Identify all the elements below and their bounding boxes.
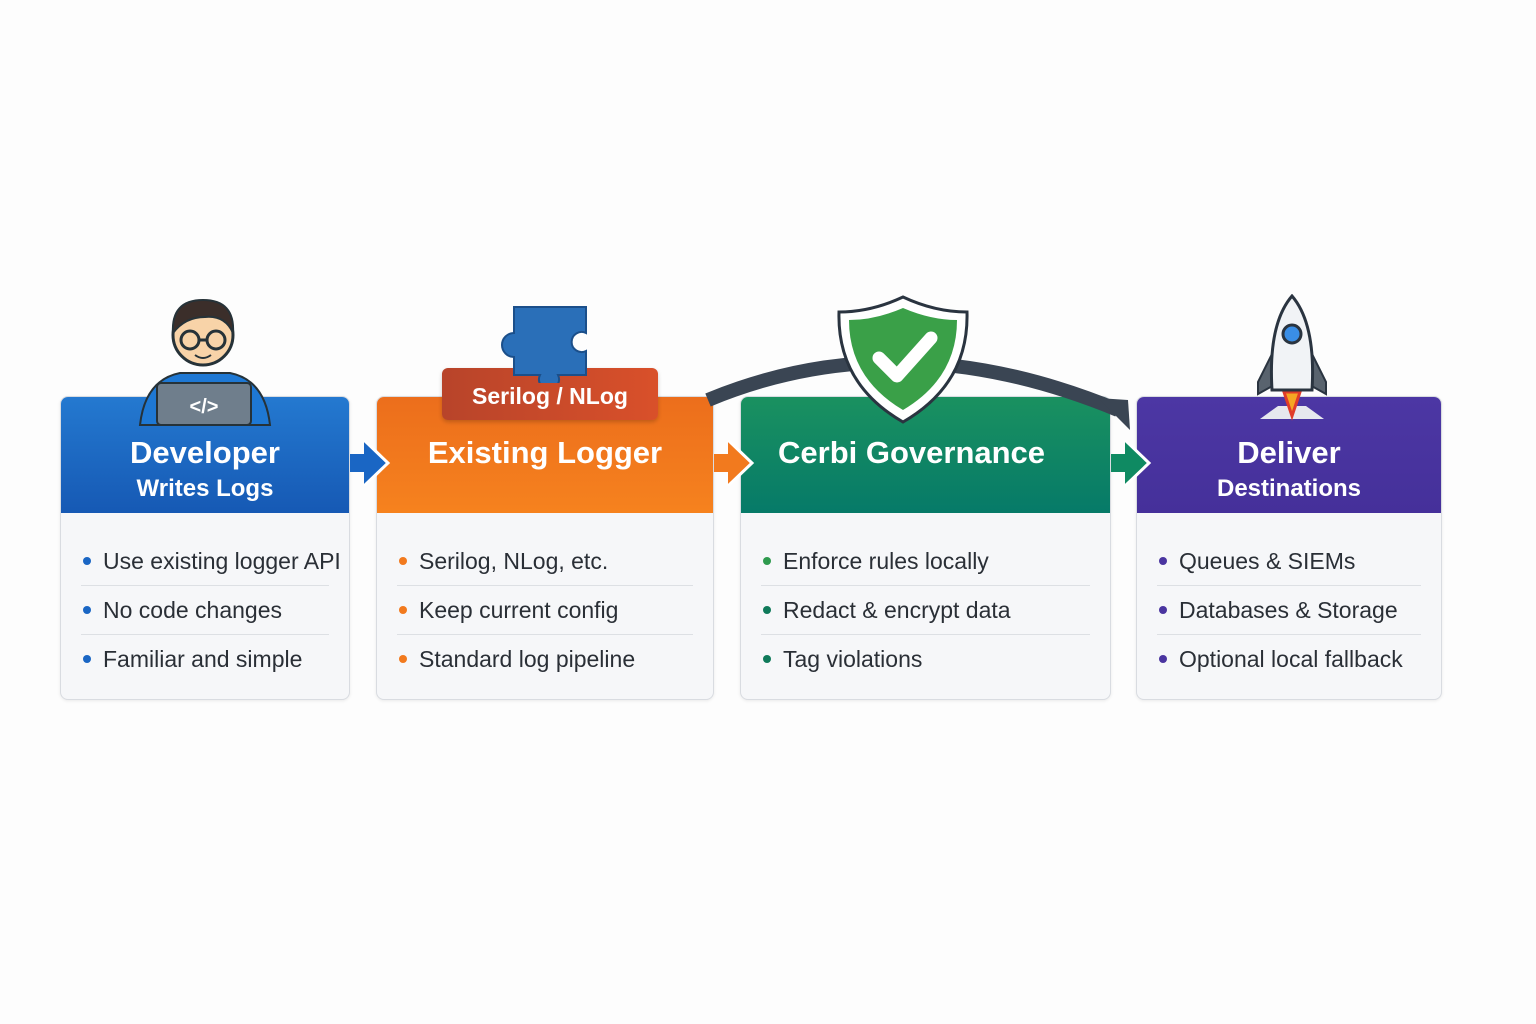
- feature-list: Use existing logger API No code changes …: [81, 537, 341, 683]
- feature-list: Queues & SIEMs Databases & Storage Optio…: [1157, 537, 1421, 683]
- feature-list: Serilog, NLog, etc. Keep current config …: [397, 537, 693, 683]
- stage-title: Existing Logger: [427, 435, 663, 470]
- stage-title: Deliver: [1237, 435, 1341, 470]
- rocket-icon: [1257, 294, 1327, 421]
- list-item: Tag violations: [761, 635, 1090, 683]
- shield-check-icon: [837, 295, 969, 424]
- stage-header: Cerbi Governance: [741, 397, 1110, 513]
- list-item: Standard log pipeline: [397, 635, 693, 683]
- list-item: Redact & encrypt data: [761, 586, 1090, 635]
- stage-subtitle: Writes Logs: [136, 475, 274, 502]
- list-item: Keep current config: [397, 586, 693, 635]
- list-item: Databases & Storage: [1157, 586, 1421, 635]
- stage-title: Developer: [130, 435, 280, 470]
- feature-list: Enforce rules locally Redact & encrypt d…: [761, 537, 1090, 683]
- flow-arrow-1: [350, 440, 391, 486]
- stage-subtitle: Destinations: [1216, 475, 1362, 502]
- developer-laptop-icon: </>: [138, 298, 272, 426]
- list-item: Optional local fallback: [1157, 635, 1421, 683]
- flow-arrow-3: [1111, 440, 1152, 486]
- list-item: Enforce rules locally: [761, 537, 1090, 586]
- stage-title: Cerbi Governance: [778, 435, 1046, 470]
- list-item: Use existing logger API: [81, 537, 341, 586]
- list-item: Queues & SIEMs: [1157, 537, 1421, 586]
- puzzle-piece-icon: [501, 306, 587, 383]
- svg-text:</>: </>: [190, 396, 219, 418]
- stage-cerbi-governance: Cerbi Governance Enforce rules locally R…: [740, 396, 1111, 700]
- stage-deliver: Deliver Destinations Queues & SIEMs Data…: [1136, 396, 1442, 700]
- stage-header: Deliver Destinations: [1137, 397, 1441, 513]
- serilog-nlog-badge: Serilog / NLog: [442, 368, 658, 420]
- list-item: No code changes: [81, 586, 329, 635]
- list-item: Familiar and simple: [81, 635, 329, 683]
- flow-arrow-2: [714, 440, 755, 486]
- list-item: Serilog, NLog, etc.: [397, 537, 693, 586]
